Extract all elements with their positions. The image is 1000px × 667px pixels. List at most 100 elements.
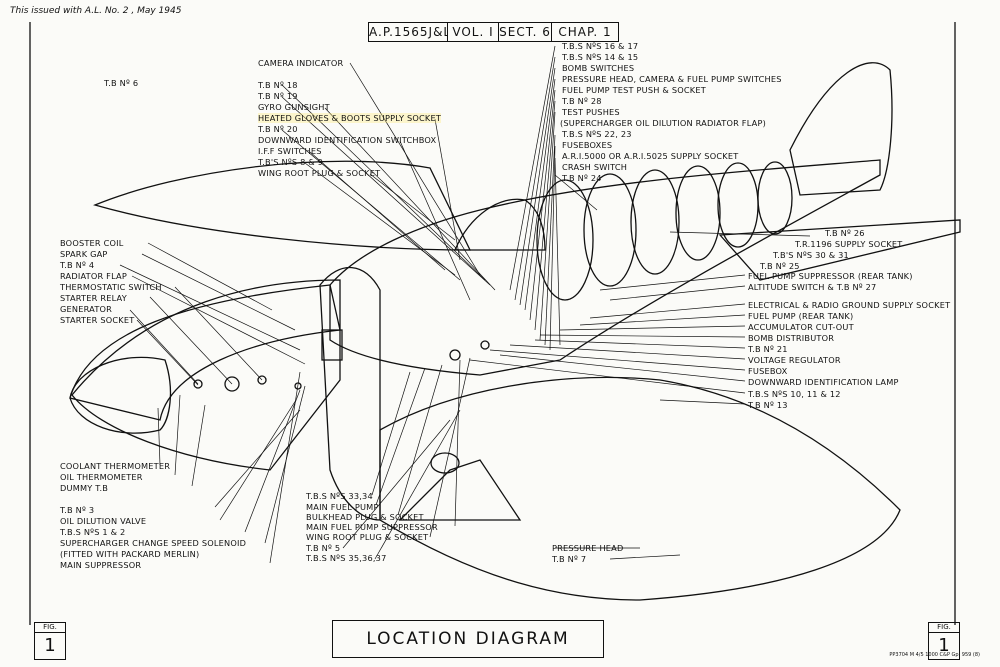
leader-lines	[119, 45, 811, 564]
label-accumulator: ACCUMULATOR CUT-OUT	[748, 322, 854, 332]
component-circle	[193, 379, 203, 389]
label-fuel-supp-rear: FUEL PUMP SUPPRESSOR (REAR TANK)	[748, 271, 913, 281]
label-radiator-flap: RADIATOR FLAP	[60, 271, 127, 281]
label-oil-dilution: OIL DILUTION VALVE	[60, 516, 147, 526]
fuselage-frame	[675, 165, 721, 261]
label-generator: GENERATOR	[60, 304, 113, 314]
label-pressure-head-switches: PRESSURE HEAD, CAMERA & FUEL PUMP SWITCH…	[562, 74, 782, 84]
label-booster-coil: BOOSTER COIL	[60, 238, 124, 248]
canopy	[454, 198, 546, 251]
component-circle	[257, 375, 267, 385]
label-elec-radio: ELECTRICAL & RADIO GROUND SUPPLY SOCKET	[748, 300, 951, 310]
label-altitude-switch: ALTITUDE SWITCH & T.B Nº 27	[748, 282, 877, 292]
label-tbs-10-12: T.B.S Nºs 10, 11 & 12	[748, 389, 841, 399]
label-tb24: T.B Nº 24	[562, 173, 602, 183]
fuselage-frame	[630, 169, 680, 275]
label-tb4: T.B Nº 4	[60, 260, 95, 270]
header-vol: VOL. I	[447, 22, 499, 42]
spinner-outline	[69, 356, 172, 434]
label-supercharger-solenoid: SUPERCHARGER CHANGE SPEED SOLENOID	[60, 538, 247, 548]
label-bomb-distributor: BOMB DISTRIBUTOR	[748, 333, 835, 343]
label-pressure-head: PRESSURE HEAD	[552, 543, 624, 553]
label-fuel-pump-test: FUEL PUMP TEST PUSH & SOCKET	[562, 85, 706, 95]
label-main-fuel-pump: MAIN FUEL PUMP	[306, 502, 379, 512]
fuselage-frame	[536, 179, 594, 301]
wheel	[430, 452, 460, 474]
fuselage-frame	[583, 173, 637, 287]
label-supercharger-flap: (SUPERCHARGER OIL DILUTION RADIATOR FLAP…	[560, 118, 766, 128]
component-circle	[224, 376, 240, 392]
label-bomb-switches: BOMB SWITCHES	[562, 63, 635, 73]
header-pub: A.P.1565J&L	[368, 22, 450, 42]
label-dummy-tb: DUMMY T.B	[60, 483, 109, 493]
right-lower-wing-outline	[379, 376, 901, 601]
tailplane	[718, 219, 961, 281]
label-tb21: T.B Nº 21	[748, 344, 788, 354]
label-tb3: T.B Nº 3	[60, 505, 95, 515]
fig-number: 1	[938, 635, 950, 656]
label-tb28: T.B Nº 28	[562, 96, 602, 106]
undercarriage	[398, 459, 522, 521]
amendment-stamp: This issued with A.L. No. 2 , May 1945	[10, 6, 182, 16]
component-circle	[449, 349, 461, 361]
label-gyro-gunsight: GYRO GUNSIGHT	[258, 102, 330, 112]
label-bulkhead-plug: BULKHEAD PLUG & SOCKET	[306, 512, 424, 522]
label-spark-gap: SPARK GAP	[60, 249, 108, 259]
label-fuseboxes: FUSEBOXES	[562, 140, 613, 150]
label-iff-switches: I.F.F SWITCHES	[258, 146, 322, 156]
fig-label: FIG.	[929, 623, 959, 633]
header-chap: CHAP. 1	[551, 22, 619, 42]
label-ari-supply: A.R.I.5000 OR A.R.I.5025 SUPPLY SOCKET	[562, 151, 739, 161]
label-tb25: T.B Nº 25	[760, 261, 800, 271]
label-tb19: T.B Nº 19	[258, 91, 298, 101]
label-test-pushes: TEST PUSHES	[562, 107, 620, 117]
label-starter-socket: STARTER SOCKET	[60, 315, 135, 325]
fig-box-left: FIG. 1	[34, 622, 66, 660]
label-crash-switch: CRASH SWITCH	[562, 162, 628, 172]
diagram-title: LOCATION DIAGRAM	[332, 620, 604, 658]
label-heated-gloves: HEATED GLOVES & BOOTS SUPPLY SOCKET	[258, 113, 442, 123]
tail-fin	[789, 62, 893, 196]
label-starter-relay: STARTER RELAY	[60, 293, 127, 303]
label-tr1196: T.R.1196 SUPPLY SOCKET	[795, 239, 903, 249]
label-wing-root-plug: WING ROOT PLUG & SOCKET	[258, 168, 381, 178]
component-circle	[480, 340, 490, 350]
label-tb18: T.B Nº 18	[258, 80, 298, 90]
label-packard-merlin: (FITTED WITH PACKARD MERLIN)	[60, 549, 200, 559]
left-lower-wing-outline	[71, 279, 341, 471]
label-tbs-22-23: T.B.S Nºs 22, 23	[562, 129, 632, 139]
header-sect: SECT. 6	[498, 22, 552, 42]
label-tb20: T.B Nº 20	[258, 124, 298, 134]
label-fuel-pump-rear: FUEL PUMP (REAR TANK)	[748, 311, 854, 321]
print-note: PP3704 M 4/5 1000 C&P Gp. 959 (8)	[889, 652, 980, 658]
label-tbs-8-9: T.B'S Nºs 8 & 9	[258, 157, 324, 167]
label-tbs-14-15: T.B.S Nºs 14 & 15	[562, 52, 639, 62]
label-tbs-30-31: T.B'S Nºs 30 & 31	[773, 250, 849, 260]
fig-number: 1	[44, 635, 56, 656]
label-wing-root-plug-2: WING ROOT PLUG & SOCKET	[306, 532, 429, 542]
label-tbs-33-34: T.B.S Nºs 33,34	[306, 491, 373, 501]
label-tbs-1-2: T.B.S Nºs 1 & 2	[60, 527, 126, 537]
label-main-suppressor: MAIN SUPPRESSOR	[60, 560, 142, 570]
label-tb13: T.B Nº 13	[748, 400, 788, 410]
label-tbs-16-17: T.B.S Nºs 16 & 17	[562, 41, 639, 51]
fig-box-right: FIG. 1	[928, 622, 960, 660]
fig-label: FIG.	[35, 623, 65, 633]
label-tb7: T.B Nº 7	[552, 554, 587, 564]
label-tb5: T.B Nº 5	[306, 543, 341, 553]
fuselage-frame	[757, 161, 793, 235]
label-tb26: T.B Nº 26	[825, 228, 865, 238]
label-camera-indicator: CAMERA INDICATOR	[258, 58, 344, 68]
label-coolant-thermometer: COOLANT THERMOMETER	[60, 461, 171, 471]
label-downward-switchbox: DOWNWARD IDENTIFICATION SWITCHBOX	[258, 135, 437, 145]
label-tb6: T.B Nº 6	[104, 78, 139, 88]
firewall-bulkhead	[319, 266, 381, 521]
label-downward-lamp: DOWNWARD IDENTIFICATION LAMP	[748, 377, 899, 387]
component-box	[321, 329, 343, 361]
label-voltage-regulator: VOLTAGE REGULATOR	[748, 355, 841, 365]
label-fusebox: FUSEBOX	[748, 366, 788, 376]
label-thermostatic-switch: THERMOSTATIC SWITCH	[60, 282, 162, 292]
label-main-fuel-suppressor: MAIN FUEL PUMP SUPPRESSOR	[306, 522, 438, 532]
label-oil-thermometer: OIL THERMOMETER	[60, 472, 143, 482]
